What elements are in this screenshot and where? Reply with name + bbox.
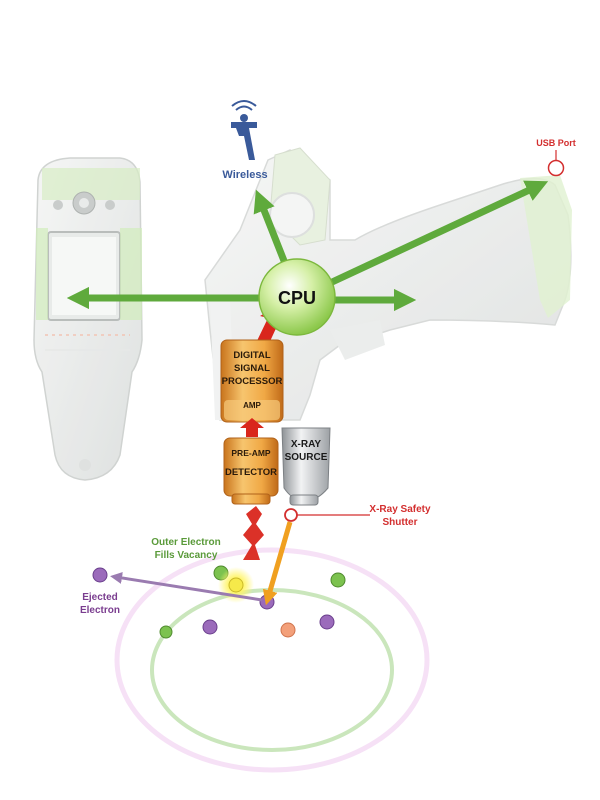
dsp-label-line3: PROCESSOR (222, 376, 283, 387)
preamp-label: PRE-AMP (231, 448, 271, 458)
ejected-electron-label-line1: Ejected (82, 592, 118, 603)
xray-beam (262, 521, 293, 606)
ejected-electron-label-line2: Electron (80, 605, 120, 616)
shutter-ring-icon (284, 508, 298, 522)
electron-purple (319, 614, 335, 630)
ejected-electron (92, 567, 108, 583)
shutter-label-line2: Shutter (383, 517, 418, 528)
xray-label-line2: SOURCE (285, 452, 328, 463)
arrow-to-usb (328, 180, 549, 287)
electron-yellow (228, 577, 244, 593)
signal-arrow-to-dsp (240, 418, 264, 437)
cpu-node: CPU (258, 258, 336, 336)
fluorescence-signal (243, 506, 264, 560)
analyzer-front-view (33, 157, 143, 481)
dsp-label-line1: DIGITAL (233, 350, 270, 361)
xray-label-line1: X-RAY (291, 439, 322, 450)
ejected-electron-arrow (110, 572, 263, 602)
dsp-amp-block: DIGITAL SIGNAL PROCESSOR AMP (220, 339, 284, 423)
cpu-label: CPU (278, 288, 316, 308)
outer-electron-label-line1: Outer Electron (151, 537, 220, 548)
analyzer-side-view (204, 147, 572, 421)
amp-label: AMP (243, 401, 261, 410)
electron-green (330, 572, 346, 588)
dsp-label-line2: SIGNAL (234, 363, 270, 374)
electron-green (159, 625, 173, 639)
detector-block: PRE-AMP DETECTOR (223, 437, 279, 505)
usb-port-icon (547, 159, 565, 177)
detector-label: DETECTOR (225, 467, 277, 478)
wireless-label: Wireless (222, 169, 267, 181)
shutter-label-line1: X-Ray Safety (369, 504, 431, 515)
usb-port-label: USB Port (536, 138, 576, 148)
outer-electron-label-line2: Fills Vacancy (155, 550, 218, 561)
electron-purple (202, 619, 218, 635)
xray-source-block: X-RAY SOURCE (281, 427, 331, 506)
electron-orange (280, 622, 296, 638)
wireless-antenna-icon (231, 100, 257, 160)
